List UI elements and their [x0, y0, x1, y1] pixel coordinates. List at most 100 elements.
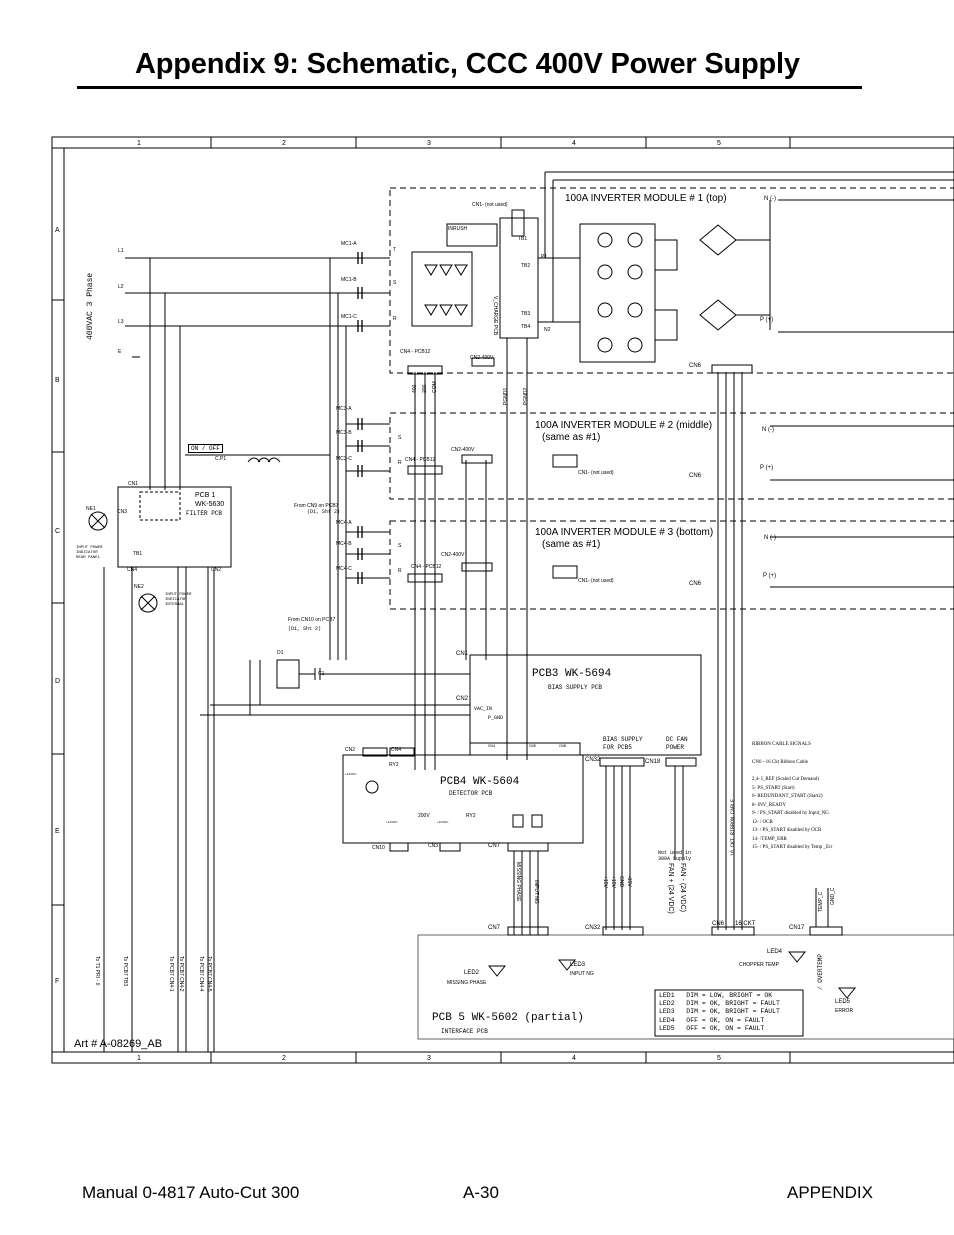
module2-box: [389, 412, 954, 500]
mc4-c: MC4-C: [336, 566, 352, 572]
m3-cn2: CN2-400V: [441, 552, 465, 558]
pcb3-cn5: CN5: [529, 745, 537, 749]
led3: LED3: [570, 962, 586, 968]
rail-minus-15v: -15V: [626, 876, 632, 887]
pcb4-cn2: CN2: [345, 747, 356, 753]
m1-p1: P1: [541, 254, 548, 260]
pcb3-vac-in: VAC_IN: [474, 706, 493, 712]
temp-c: TEMP_C: [818, 891, 824, 912]
ribbon-line: 6- REDUNDANT_START (Start2): [752, 794, 823, 799]
module3-box: [389, 520, 954, 610]
svg-text:1: 1: [137, 1055, 141, 1062]
svg-text:C: C: [55, 528, 60, 535]
m2-cn6: CN6: [689, 473, 702, 479]
footer-manual: Manual 0-4817 Auto-Cut 300: [82, 1183, 300, 1202]
col-label-4: 4: [572, 140, 576, 147]
phase-label: 400VAC 3 Phase: [86, 272, 95, 340]
ribbon-line: 12- / OCR: [752, 819, 773, 825]
pcb5-sub: INTERFACE PCB: [441, 1028, 488, 1035]
line-l1: L1: [118, 248, 124, 254]
module1-box: [389, 187, 954, 374]
ref-pcb7-tb3: To PCB7 TB3: [122, 956, 128, 987]
rail-15v-a: +15V: [602, 876, 608, 888]
page-title: Appendix 9: Schematic, CCC 400V Power Su…: [135, 48, 800, 80]
pcb1-cn1: CN1: [128, 481, 139, 487]
ribbon-line: 14- /TEMP_ERR: [752, 836, 787, 842]
ref-pcb7-cn4-2: To PCB7 CN4-2: [178, 956, 184, 992]
ne1-lamp: NE1: [86, 506, 96, 512]
pcb5-cn7: CN7: [488, 925, 501, 931]
pcb5-cn32: CN32: [585, 925, 601, 931]
pcb1-name: PCB 1: [195, 492, 216, 499]
led4-desc: CHOPPER TEMP: [739, 962, 779, 968]
pcb4-cn10: CN10: [372, 845, 385, 851]
rail-gnd: GND: [618, 876, 624, 888]
pcb3-cn2: CN2: [456, 696, 469, 702]
m2-cn1: CN1- (not used): [578, 470, 614, 476]
m1-cn6: CN6: [689, 363, 702, 369]
m2-cn2: CN2-400V: [451, 447, 475, 453]
footer-section: APPENDIX: [787, 1183, 873, 1202]
col-label-5: 5: [717, 140, 721, 147]
mc3-b: MC3-B: [336, 430, 352, 436]
pcb4-cn3: CN3: [428, 843, 439, 849]
m3-cn6: CN6: [689, 581, 702, 587]
art-number: Art # A-08269_AB: [74, 1038, 163, 1050]
pcb1-sub: FILTER PCB: [186, 510, 223, 517]
m2-p-plus: P (+): [760, 465, 774, 471]
col-label-1: 1: [137, 140, 141, 147]
m1-cn4: CN4 - PCB12: [400, 349, 431, 355]
pcb4-sub: DETECTOR PCB: [449, 790, 493, 797]
ref-pcb7-cn4-5: To PCB7 CN4-5: [206, 956, 212, 992]
module3-title: 100A INVERTER MODULE # 3 (bottom): [535, 527, 714, 538]
svg-text:5: 5: [717, 1055, 721, 1062]
led5: LED5: [835, 999, 851, 1005]
pcb3-cn6: CN6: [559, 745, 567, 749]
module1-title: 100A INVERTER MODULE # 1 (top): [565, 193, 727, 204]
pcb3-box: [469, 654, 702, 756]
ribbon-line: 13- / PS_START disabled by OCR: [752, 828, 822, 833]
m3-p-plus: P (+): [763, 573, 777, 579]
led3-desc: INPUT NG: [570, 971, 594, 977]
title-rule: [77, 86, 862, 89]
svg-text:A: A: [55, 227, 60, 234]
phase-s: S: [393, 280, 397, 286]
m1-p-plus: P (+): [760, 317, 774, 323]
pcb5-name: PCB 5 WK-5602 (partial): [432, 1012, 584, 1024]
pcb4-200v: 200V: [418, 813, 430, 819]
pcb1-part: WK-5630: [195, 501, 225, 508]
ribbon-line: 15- / PS_START disabled by Temp _Err: [752, 845, 833, 850]
svg-text:F: F: [55, 978, 59, 985]
pcb3-cn18: CN18: [645, 759, 661, 765]
mc4-b: MC4-B: [336, 541, 352, 547]
phase-s-m2: S: [398, 435, 402, 441]
phase-r-m3: R: [398, 568, 402, 574]
phase-s-m3: S: [398, 543, 402, 549]
col-label-3: 3: [427, 140, 431, 147]
led4: LED4: [767, 949, 783, 955]
pcb1-cn3: CN3: [117, 509, 128, 515]
pcb1-tb1: TB1: [133, 551, 143, 557]
ref-pcb7-cn4-4: To PCB7 CN4-4: [198, 956, 204, 992]
pcb4-12v-b: +12VDC: [386, 820, 398, 824]
m2-cn4: CN4 - PCB12: [405, 457, 436, 463]
pcb1-cn4: CN4: [127, 567, 138, 573]
m1-n-minus: N (-): [764, 196, 776, 202]
ribbon-signal-list: CN6 - 16 Ckt Ribbon Cable 2,4- I_REF (Sc…: [752, 759, 832, 853]
module2-title: 100A INVERTER MODULE # 2 (middle): [535, 420, 713, 431]
m1-pin-200: 200: [422, 384, 428, 393]
m2-n-minus: N (-): [762, 427, 774, 433]
ne2-lamp: NE2: [134, 584, 144, 590]
module2-sub: (same as #1): [542, 432, 601, 443]
on-off-breaker: ON / OFF: [188, 444, 223, 453]
m1-n2: N2: [544, 327, 551, 333]
ribbon-line: 5- PS_START (Start): [752, 785, 795, 791]
svg-text:D: D: [55, 678, 60, 685]
ribbon-line: 9- / PS_START disabled by Input_NG: [752, 811, 829, 816]
m1-cn2: CN2-400V: [470, 355, 494, 361]
rail-15v-b: +15V: [610, 876, 616, 888]
pcb5-16ckt: 16 CKT: [735, 921, 756, 927]
